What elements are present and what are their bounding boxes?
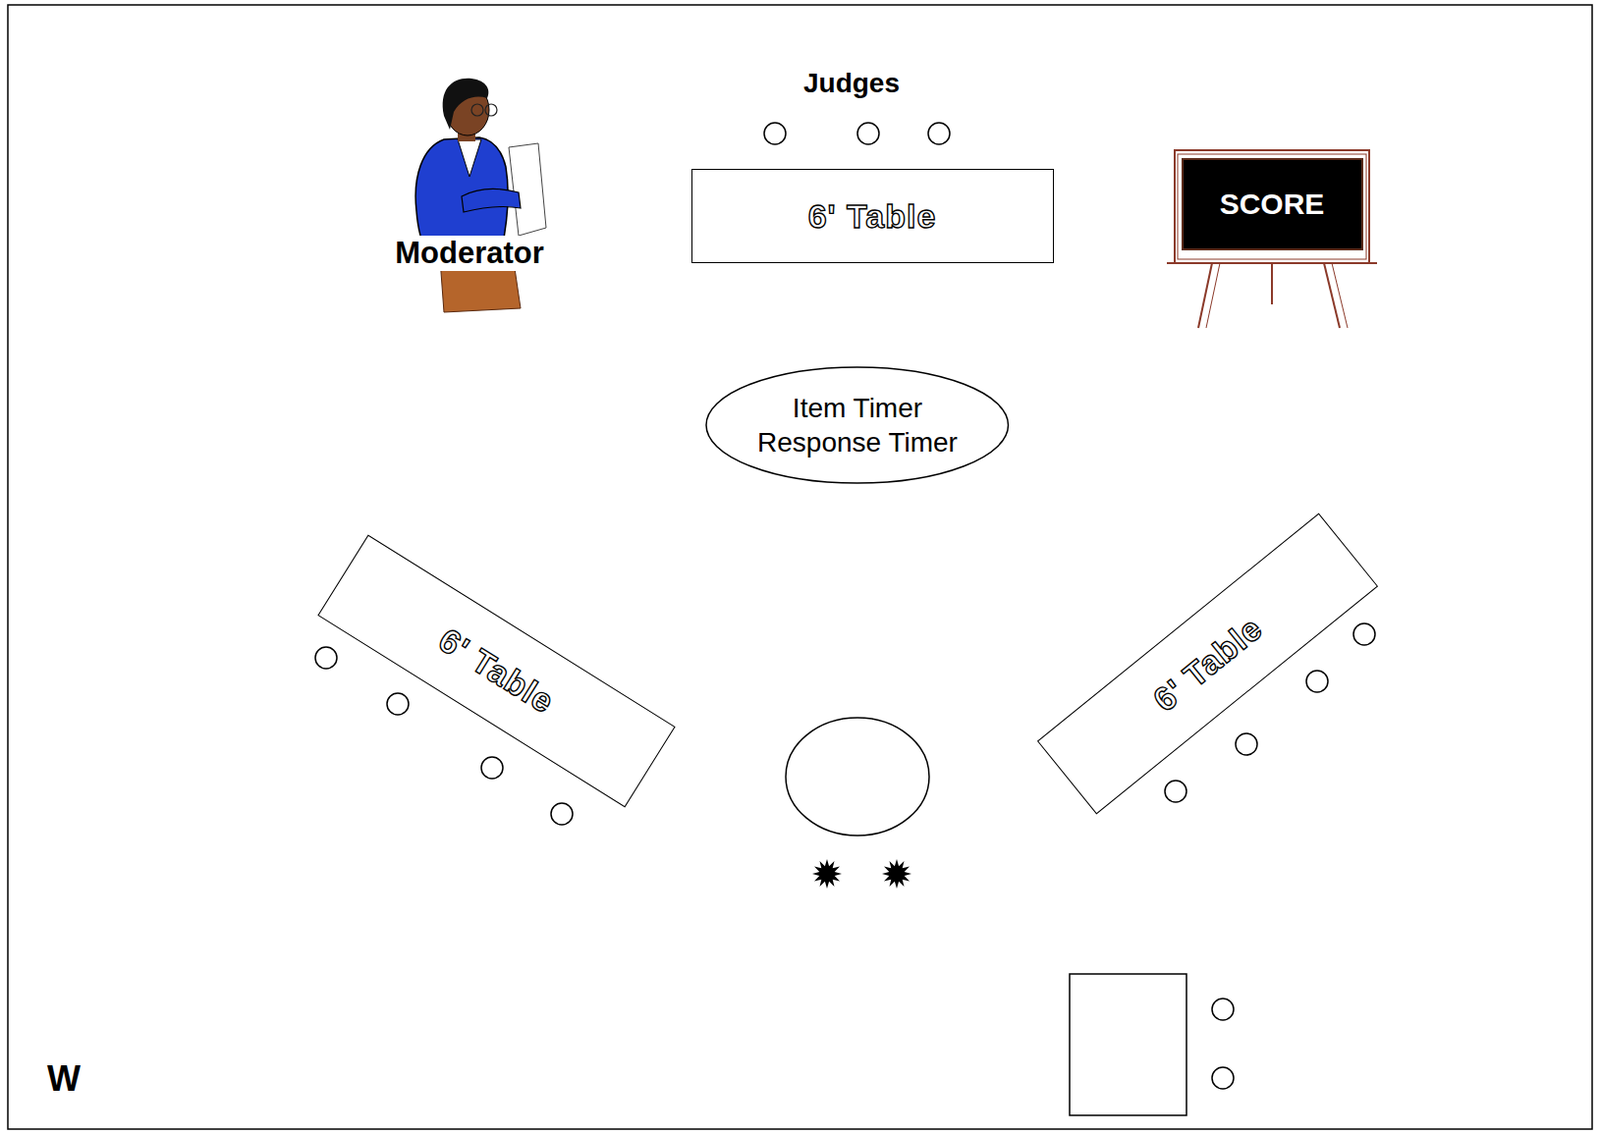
moderator-illustration (415, 78, 547, 313)
easel-leg (1270, 263, 1273, 305)
easel-leg (1206, 263, 1220, 329)
corner-mark: W (47, 1058, 81, 1101)
node-label: Response Timer (757, 425, 958, 460)
node-label: Item Timer (792, 390, 923, 426)
node-text-group: SCORE (1219, 187, 1325, 221)
role-label: Moderator (391, 235, 548, 272)
hair (442, 78, 490, 130)
node-label: 6' Table (808, 197, 938, 236)
node-text-group: Item TimerResponse Timer (757, 390, 958, 460)
easel-leg (1324, 263, 1340, 329)
chair (386, 693, 409, 716)
node-label: 6' Table (431, 620, 561, 721)
chair (1212, 998, 1234, 1021)
easel-frame (1174, 150, 1370, 264)
chair (928, 122, 950, 145)
node-text-group: 6' Table (808, 197, 938, 236)
glasses (471, 104, 484, 116)
timer-ellipse (706, 367, 1009, 484)
chair (764, 122, 786, 145)
chair (1235, 733, 1258, 756)
team-table: 6' Table (317, 534, 675, 808)
chair (857, 122, 880, 145)
chair (1212, 1067, 1234, 1090)
timer-station: Item TimerResponse Timer (705, 366, 1010, 485)
group-heading: Judges (803, 67, 900, 100)
star-symbol (812, 859, 842, 889)
node-label: SCORE (1219, 187, 1325, 221)
easel-leg (1331, 263, 1348, 329)
chair (551, 803, 573, 826)
score-board: SCORE (1181, 158, 1364, 251)
chair (481, 757, 503, 779)
node-text-group: 6' Table (431, 620, 561, 721)
easel (1166, 150, 1378, 329)
chair (1164, 780, 1187, 803)
chair (1353, 623, 1376, 646)
side-table (1069, 974, 1187, 1116)
chair (315, 647, 337, 669)
room-border (7, 4, 1593, 1130)
contestant-circle (785, 717, 930, 836)
timer-outline (705, 366, 1010, 485)
judges-table: 6' Table (691, 168, 1054, 264)
easel-frame (1177, 154, 1367, 260)
stars (812, 859, 912, 889)
collar (457, 139, 482, 177)
team-table: 6' Table (1036, 513, 1378, 816)
glasses (485, 104, 497, 116)
node-text-group: 6' Table (1145, 608, 1269, 720)
paper (508, 143, 547, 236)
arm (461, 189, 521, 213)
easel-leg (1198, 263, 1213, 329)
node-label: 6' Table (1145, 608, 1269, 720)
chair (1306, 670, 1328, 693)
star-symbol (882, 859, 912, 889)
